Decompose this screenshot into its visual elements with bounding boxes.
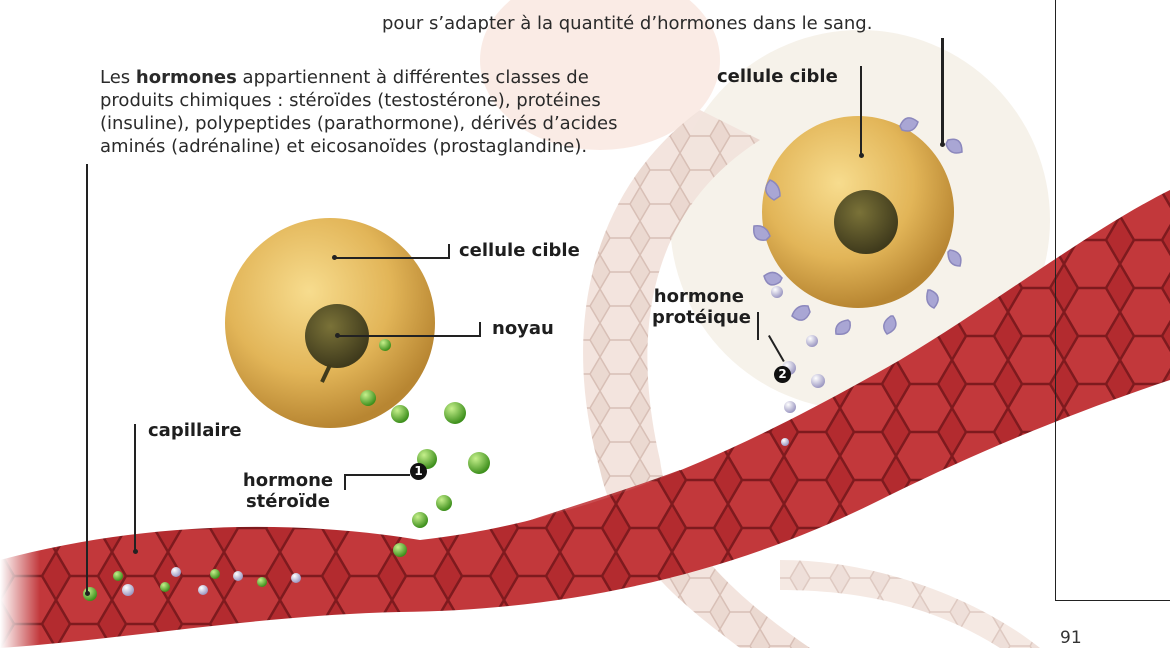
page-border-horizontal xyxy=(1055,600,1170,601)
badge-steroid-hormone: 1 xyxy=(410,463,427,480)
protein-hormone-line-1: hormone xyxy=(652,286,744,307)
steroid-hormone-leader-h xyxy=(344,474,410,476)
intro-paragraph: Les hormones appartiennent à différentes… xyxy=(100,66,618,158)
label-protein-hormone: hormone protéique xyxy=(652,286,744,328)
steroid-hormone-line-2: stéroïde xyxy=(240,491,336,512)
page-number: 91 xyxy=(1060,628,1082,648)
target-cell-right-leader-dot xyxy=(859,153,864,158)
steroid-hormone-leader-v xyxy=(344,474,346,490)
intro-line-2: produits chimiques : stéroïdes (testosté… xyxy=(100,89,618,112)
label-steroid-hormone: hormone stéroïde xyxy=(240,470,336,512)
steroid-hormone-line-1: hormone xyxy=(240,470,336,491)
page-border-vertical xyxy=(1055,0,1056,600)
label-target-cell-right: cellule cible xyxy=(717,66,838,87)
intro-line-1: Les hormones appartiennent à différentes… xyxy=(100,66,618,89)
nucleus-leader-v xyxy=(479,322,481,337)
target-cell-right-leader xyxy=(860,66,862,156)
top-caption-leader xyxy=(941,38,944,146)
nucleus-leader-h xyxy=(339,335,480,337)
intro-leader xyxy=(86,164,88,594)
capillary-leader xyxy=(134,424,136,552)
intro-line-4: aminés (adrénaline) et eicosanoïdes (pro… xyxy=(100,135,618,158)
target-cell-left-leader-h xyxy=(336,257,449,259)
label-target-cell-left: cellule cible xyxy=(459,240,580,261)
top-caption-leader-dot xyxy=(940,142,945,147)
protein-hormone-leader xyxy=(757,312,759,340)
label-capillary: capillaire xyxy=(148,420,242,441)
capillary-leader-dot xyxy=(133,549,138,554)
intro-line-3: (insuline), polypeptides (parathormone),… xyxy=(100,112,618,135)
protein-hormone-line-2: protéique xyxy=(652,307,744,328)
label-nucleus: noyau xyxy=(492,318,554,339)
target-cell-left-leader-v xyxy=(448,244,450,259)
top-caption: pour s’adapter à la quantité d’hormones … xyxy=(382,12,872,35)
nucleus-leader-dot xyxy=(335,333,340,338)
badge-protein-hormone: 2 xyxy=(774,366,791,383)
intro-leader-dot xyxy=(85,591,90,596)
target-cell-left-leader-dot xyxy=(332,255,337,260)
